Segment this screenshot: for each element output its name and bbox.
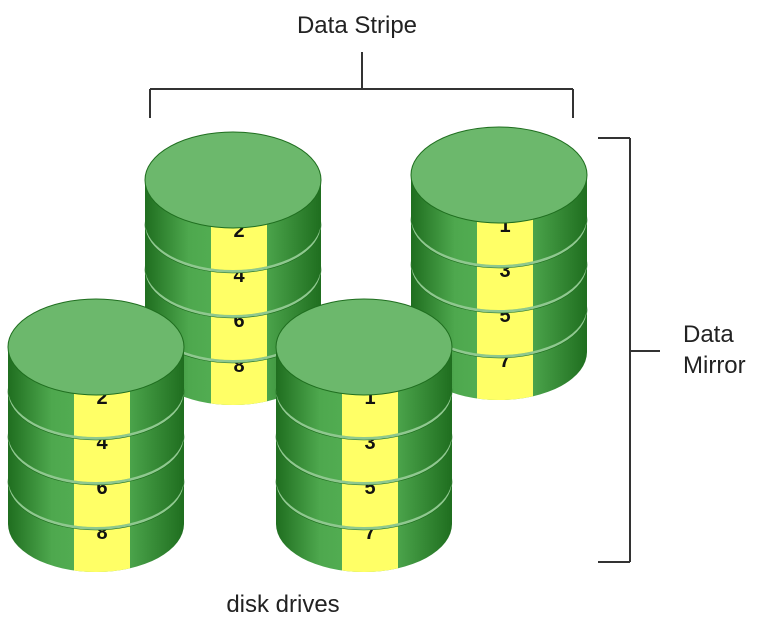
data-block-label: 2	[96, 387, 107, 409]
data-block-label: 5	[499, 305, 510, 327]
data-block-label: 7	[364, 522, 375, 544]
data-mirror-label-line2: Mirror	[683, 352, 746, 379]
disk-stack-front-right: 7 5 3 1	[275, 298, 453, 572]
data-block-label: 1	[364, 387, 375, 409]
data-mirror-label-line1: Data	[683, 321, 734, 348]
disk-top	[410, 126, 588, 224]
data-block-label: 7	[499, 350, 510, 372]
disk-drives-caption: disk drives	[226, 591, 339, 618]
data-block-label: 3	[499, 260, 510, 282]
data-block-label: 8	[233, 355, 244, 377]
data-block-label: 5	[364, 477, 375, 499]
data-block-label: 2	[233, 220, 244, 242]
data-block-label: 6	[233, 310, 244, 332]
disk-top	[275, 298, 453, 396]
data-block-label: 8	[96, 522, 107, 544]
data-mirror-bracket	[598, 137, 660, 563]
data-block-label: 3	[364, 432, 375, 454]
disk-top	[7, 298, 185, 396]
disk-stack-back-right: 7 5 3 1	[410, 126, 588, 400]
data-block-label: 1	[499, 215, 510, 237]
data-block-label: 6	[96, 477, 107, 499]
data-stripe-bracket	[149, 52, 574, 118]
disk-top	[144, 131, 322, 229]
data-stripe-label: Data Stripe	[297, 12, 417, 39]
